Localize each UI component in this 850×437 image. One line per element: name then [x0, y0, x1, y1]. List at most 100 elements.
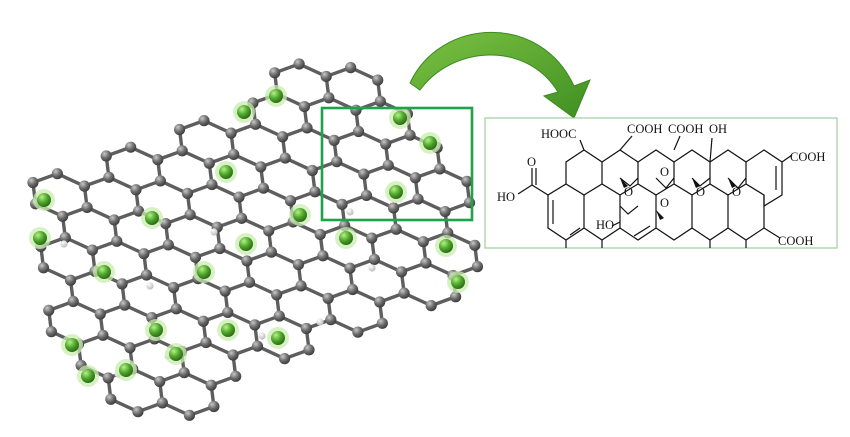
oxygen-atom: [389, 185, 403, 199]
carbon-atom: [376, 317, 388, 329]
carbon-atom: [183, 409, 196, 421]
carbon-atom: [198, 115, 210, 127]
carbon-atom: [97, 329, 109, 341]
curved-arrow-icon: [409, 31, 591, 119]
carbon-atom: [119, 299, 131, 311]
label-o-epoxide-left: O: [624, 185, 633, 199]
carbon-atom: [138, 248, 150, 260]
carbon-atom: [469, 239, 481, 251]
carbon-atom: [279, 152, 291, 164]
carbon-atom: [347, 283, 359, 296]
carbon-atom: [236, 212, 248, 224]
carbon-atom: [233, 191, 245, 203]
carbon-atom: [205, 379, 217, 391]
carbon-atom: [116, 278, 128, 290]
graphene-oxide-sheet: [27, 58, 484, 421]
carbon-atom: [293, 58, 305, 70]
carbon-atom: [345, 62, 357, 74]
carbon-atom: [471, 261, 484, 273]
oxygen-atom: [439, 239, 453, 253]
carbon-atom: [45, 326, 58, 338]
hydrogen-atom: [210, 228, 218, 236]
hydrogen-atom: [346, 208, 354, 216]
carbon-atom: [228, 148, 240, 161]
carbon-atom: [170, 303, 182, 315]
carbon-atom: [387, 202, 400, 214]
carbon-atom: [434, 163, 446, 175]
carbon-atom: [197, 315, 209, 327]
oxygen-atom: [33, 231, 47, 245]
carbon-atom: [331, 156, 343, 168]
carbon-atom: [303, 344, 315, 356]
carbon-atom: [125, 141, 137, 153]
carbon-atom: [64, 274, 77, 286]
carbon-atom: [94, 308, 106, 320]
oxygen-atom: [65, 338, 79, 352]
carbon-atom: [412, 193, 424, 205]
carbon-atom: [269, 67, 281, 79]
oxygen-atom: [81, 369, 95, 383]
oxygen-atom: [423, 136, 437, 150]
carbon-atom: [404, 129, 416, 141]
carbon-atom: [366, 232, 378, 244]
oxygen-atom: [219, 165, 233, 179]
carbon-atom: [37, 262, 50, 274]
carbon-atom: [425, 300, 437, 312]
label-o-epoxide-lower: O: [660, 196, 669, 210]
structure-wedge-bonds: [620, 178, 736, 220]
carbon-atom: [278, 353, 291, 365]
carbon-atom: [336, 198, 348, 210]
carbon-atom: [360, 189, 373, 202]
label-o-epoxide-center: O: [660, 165, 669, 179]
label-o-epoxide-right-1: O: [696, 185, 705, 199]
carbon-atom: [298, 101, 310, 113]
carbon-atom: [81, 201, 93, 214]
carbon-atom: [420, 257, 432, 269]
carbon-atom: [322, 292, 334, 304]
hydrogen-atom: [60, 240, 68, 248]
carbon-atom: [160, 217, 172, 230]
carbon-atom: [390, 223, 402, 235]
carbon-atom: [178, 367, 190, 379]
carbon-atom: [176, 145, 188, 157]
carbon-atom: [154, 375, 166, 388]
carbon-atom: [292, 258, 305, 271]
carbon-atom: [222, 306, 234, 319]
label-ho-left: HO: [497, 190, 515, 204]
carbon-atom: [86, 244, 98, 256]
carbon-atom: [184, 209, 196, 221]
carbon-atom: [409, 172, 421, 184]
carbon-atom: [249, 118, 262, 130]
label-hooc-top-left: HOOC: [541, 127, 576, 141]
oxygen-atom: [169, 347, 183, 361]
carbon-atom: [450, 291, 462, 303]
carbon-atom: [105, 393, 117, 405]
hydrogen-atom: [146, 282, 154, 290]
oxygen-atom: [145, 211, 159, 225]
carbon-atom: [152, 154, 164, 166]
carbon-atom: [102, 372, 114, 384]
carbon-atom: [162, 239, 174, 251]
carbon-atom: [325, 314, 337, 326]
label-oh-top: OH: [709, 122, 727, 136]
carbon-atom: [130, 184, 142, 196]
carbon-atom: [344, 262, 356, 274]
carbon-atom: [417, 236, 429, 248]
carbon-atom: [352, 326, 364, 338]
oxygen-atom: [221, 323, 235, 337]
carbon-atom: [380, 138, 392, 150]
oxygen-atom: [393, 111, 407, 125]
carbon-atoms: [27, 58, 484, 421]
oxygen-atom: [237, 105, 251, 119]
carbon-atom: [203, 157, 215, 169]
carbon-atom: [317, 250, 329, 262]
carbon-atom: [439, 205, 451, 218]
hydrogen-atom: [316, 318, 324, 326]
carbon-atom: [461, 175, 473, 188]
carbon-atom: [140, 269, 153, 281]
carbon-atom: [273, 310, 285, 322]
carbon-atom: [251, 340, 264, 352]
carbon-atom: [284, 195, 297, 207]
carbon-atom: [227, 349, 239, 361]
